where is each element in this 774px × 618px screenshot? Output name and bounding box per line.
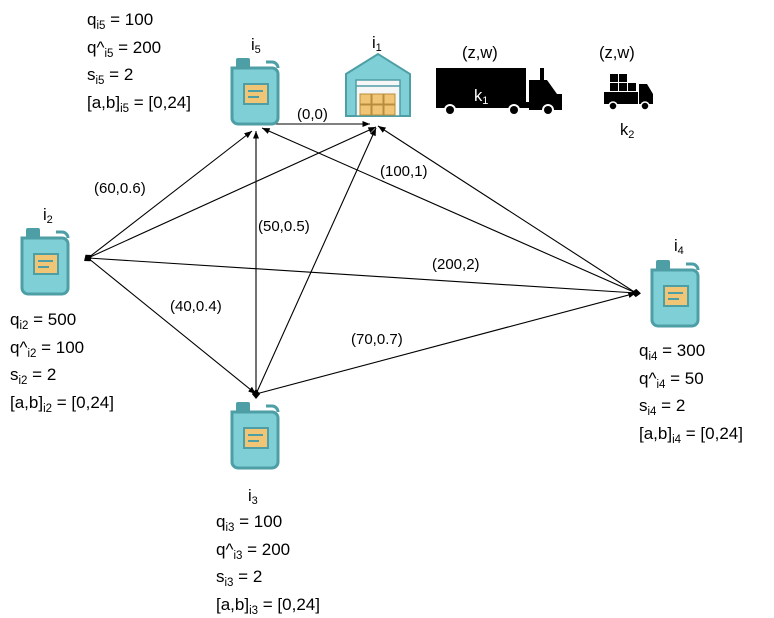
attr-q: qi2 = 500 xyxy=(10,306,114,334)
node-label-i5: i5 xyxy=(251,35,261,55)
attr-window: [a,b]i2 = [0,24] xyxy=(10,389,114,417)
attr-q-hat: q^i4 = 50 xyxy=(639,365,743,393)
attr-s: si4 = 2 xyxy=(639,392,743,420)
attr-q-hat: q^i2 = 100 xyxy=(10,334,114,362)
edge-label-i2-i3: (40,0.4) xyxy=(170,298,222,315)
fuel-tank-icon xyxy=(232,402,278,468)
attr-q: qi4 = 300 xyxy=(639,337,743,365)
fuel-tank-icon xyxy=(652,260,698,326)
attr-q: qi5 = 100 xyxy=(87,6,191,34)
attributes-i2: qi2 = 500 q^i2 = 100 si2 = 2 [a,b]i2 = [… xyxy=(10,306,114,416)
vehicle-k1-pair: (z,w) xyxy=(462,43,498,63)
attr-window: [a,b]i4 = [0,24] xyxy=(639,420,743,448)
delivery-truck-icon xyxy=(604,74,653,110)
attr-window: [a,b]i5 = [0,24] xyxy=(87,89,191,117)
edge-i3-i4 xyxy=(256,293,636,394)
edge-label-i4-i1: (100,1) xyxy=(380,163,428,180)
attr-q-hat: q^i5 = 200 xyxy=(87,34,191,62)
vehicle-k1-label: k1 xyxy=(474,86,488,106)
attr-q-hat: q^i3 = 200 xyxy=(216,536,320,564)
node-label-i4: i4 xyxy=(674,236,684,256)
node-label-i3: i3 xyxy=(248,486,258,506)
attributes-i3: qi3 = 100 q^i3 = 200 si3 = 2 [a,b]i3 = [… xyxy=(216,508,320,618)
attributes-i4: qi4 = 300 q^i4 = 50 si4 = 2 [a,b]i4 = [0… xyxy=(639,337,743,447)
edge-label-i5-i1: (0,0) xyxy=(297,106,328,123)
edge-label-i3-i5: (50,0.5) xyxy=(258,218,310,235)
edge-label-i3-i4: (70,0.7) xyxy=(351,331,403,348)
attr-s: si5 = 2 xyxy=(87,61,191,89)
node-label-i2: i2 xyxy=(43,205,53,225)
attr-q: qi3 = 100 xyxy=(216,508,320,536)
fuel-tank-icon xyxy=(232,58,278,124)
edge-i2-i4 xyxy=(88,258,636,293)
attributes-i5: qi5 = 100 q^i5 = 200 si5 = 2 [a,b]i5 = [… xyxy=(87,6,191,116)
edge-label-i2-i5: (60,0.6) xyxy=(94,180,146,197)
attr-s: si2 = 2 xyxy=(10,361,114,389)
vehicle-k2-pair: (z,w) xyxy=(599,43,635,63)
fuel-tank-icon xyxy=(22,228,68,294)
edge-i3-i1 xyxy=(256,128,376,394)
warehouse-icon xyxy=(346,54,410,116)
attr-window: [a,b]i3 = [0,24] xyxy=(216,591,320,618)
edge-i4-i1 xyxy=(378,126,636,293)
node-label-i1: i1 xyxy=(372,33,382,53)
attr-s: si3 = 2 xyxy=(216,563,320,591)
semi-truck-icon xyxy=(436,68,562,116)
vehicle-k2-label: k2 xyxy=(620,120,634,140)
edge-label-i2-i4: (200,2) xyxy=(432,256,480,273)
